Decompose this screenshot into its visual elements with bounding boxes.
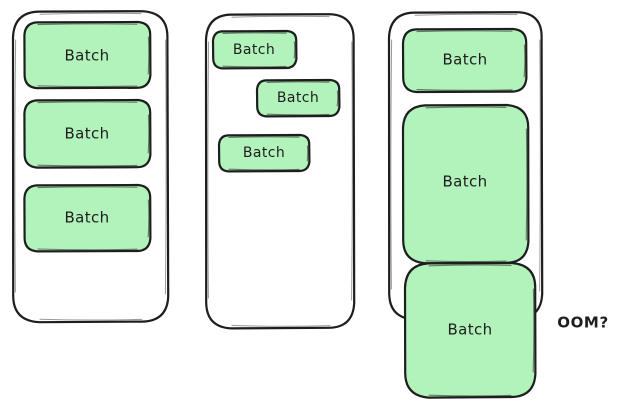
batch-shape-sketch	[425, 106, 528, 263]
batch-label: Batch	[243, 145, 285, 161]
batch-shape	[255, 78, 341, 118]
batch-block: Batch	[23, 98, 152, 169]
batch-shape-sketch	[37, 186, 150, 251]
batch-label: Batch	[64, 47, 109, 65]
batch-shape	[23, 183, 152, 253]
column-growing-batches-overflow: Batch Batch Batch	[387, 11, 544, 399]
batch-label: Batch	[447, 321, 492, 339]
memory-container-3-sketch	[390, 13, 541, 318]
batch-shape-sketch	[37, 23, 150, 88]
batch-label: Batch	[64, 209, 109, 227]
batch-shape-sketch	[228, 136, 309, 171]
batch-shape	[403, 261, 537, 399]
batch-shape-sketch	[37, 101, 150, 167]
batch-block: Batch	[211, 29, 298, 70]
batch-shape	[401, 27, 528, 94]
batch-block: Batch	[23, 183, 152, 253]
batch-block: Batch	[23, 20, 152, 90]
batch-block: Batch	[217, 133, 311, 173]
batch-label: Batch	[277, 90, 319, 106]
batch-shape	[23, 20, 152, 90]
batch-block: Batch	[401, 103, 530, 265]
batch-shape-sketch	[416, 30, 526, 91]
batch-shape	[217, 133, 311, 173]
batch-shape	[211, 29, 298, 70]
memory-container-2-sketch	[207, 15, 353, 327]
batch-shape	[23, 98, 152, 169]
column-small-scattered-batches: Batch Batch Batch	[204, 13, 356, 330]
batch-block: Batch	[401, 27, 528, 94]
batch-label: Batch	[64, 125, 109, 143]
batch-shape-sketch	[428, 264, 535, 397]
column-uniform-batches: Batch Batch Batch	[11, 10, 170, 324]
batch-shape-sketch	[266, 81, 339, 116]
batch-shape-sketch	[222, 32, 296, 68]
batch-block-overflow: Batch	[403, 261, 537, 399]
batch-label: Batch	[233, 42, 275, 58]
memory-container-1-sketch	[14, 12, 167, 321]
batch-block: Batch	[255, 78, 341, 118]
oom-annotation: OOM?	[557, 314, 609, 332]
batch-label: Batch	[442, 51, 487, 69]
batch-label: Batch	[442, 173, 487, 191]
